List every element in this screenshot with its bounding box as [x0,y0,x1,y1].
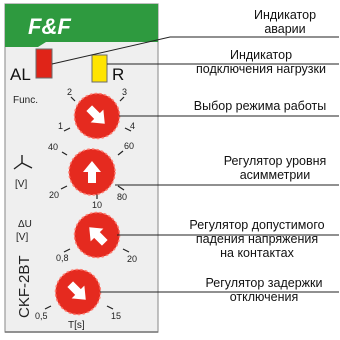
annotation-alarm: Индикатор аварии [253,8,317,36]
delay-unit: T[s] [68,320,85,331]
du-knob-scale [63,248,130,253]
func-knob[interactable] [73,92,121,140]
asym-tick-60: 60 [124,141,134,151]
annotation-load: Индикатор подключения нагрузки [196,48,326,76]
asym-unit: [V] [15,179,27,190]
du-tick-low: 0,8 [56,253,69,263]
func-knob-arrow-icon [86,105,105,124]
asymmetry-icon [13,155,33,170]
du-tick-high: 20 [127,254,137,264]
alarm-led [35,48,53,79]
annotation-mode: Выбор режима работы [193,99,327,113]
delay-knob-arrow-icon [67,281,86,300]
func-label: Func. [13,95,38,106]
delay-tick-low: 0,5 [35,311,48,321]
annotation-drop: Регулятор допустимого падения напряжения… [189,218,325,260]
load-led [91,54,108,83]
du-unit: [V] [16,232,28,243]
func-tick-3: 3 [122,87,127,97]
model-label: CKF-2BT [16,255,33,318]
asym-knob-scale [60,150,125,199]
asymmetry-knob[interactable] [68,148,116,196]
load-led-label: R [112,65,124,84]
annotation-asym: Регулятор уровня асимметрии [223,154,327,182]
du-knob-arrow-icon [89,227,108,246]
brand-band [5,4,158,47]
delay-knob[interactable] [54,268,102,316]
func-tick-1: 1 [58,121,63,131]
leader-lines [51,36,339,293]
delay-knob-scale [44,305,114,310]
du-label: ΔU [18,219,32,230]
func-tick-4: 4 [130,121,135,131]
leader-alarm [51,36,339,65]
voltage-drop-knob[interactable] [73,211,121,259]
func-knob-scale [63,96,132,132]
brand-logo: F&F [28,14,71,39]
asym-tick-40: 40 [48,142,58,152]
alarm-led-label: AL [10,65,31,84]
asym-tick-20: 20 [49,190,59,200]
asym-tick-80: 80 [117,192,127,202]
asym-tick-10: 10 [92,200,102,210]
annotation-delay: Регулятор задержки отключения [205,276,323,304]
asym-knob-arrow-icon [83,161,101,183]
func-tick-2: 2 [67,87,72,97]
delay-tick-high: 15 [111,311,121,321]
